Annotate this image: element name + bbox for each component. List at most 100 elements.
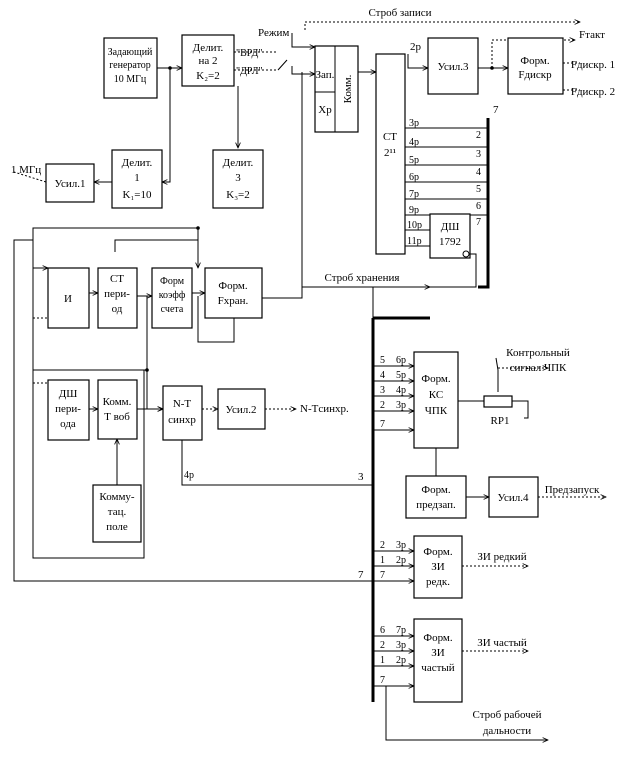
block-zichast: Форм. ЗИ частый bbox=[413, 618, 463, 703]
bus-num: 7 bbox=[380, 419, 385, 430]
block-amp3-label: Усил.3 bbox=[438, 61, 469, 73]
label-ct-7: 7 bbox=[493, 104, 499, 116]
block-zichast-line1: Форм. bbox=[423, 632, 452, 644]
block-kommt-line1: Комм. bbox=[103, 396, 132, 408]
block-xp-label: Хр bbox=[318, 104, 332, 116]
block-comm-label: Комм. bbox=[342, 74, 354, 103]
ct-tap-label: 9р bbox=[409, 205, 419, 216]
block-predzap-line2: предзап. bbox=[416, 499, 456, 511]
block-amp4: Усил.4 bbox=[488, 476, 539, 518]
ct-tap-label: 6р bbox=[409, 172, 419, 183]
block-div2-line1: Делит. bbox=[193, 42, 224, 54]
block-zichast-line2: ЗИ bbox=[431, 647, 445, 659]
label-kontr-2: сигнал ЧПК bbox=[510, 362, 567, 374]
block-kommt-line2: Т воб bbox=[104, 411, 130, 423]
label-strob-hraneniya: Строб хранения bbox=[325, 272, 400, 284]
block-ctper-line1: CT bbox=[110, 273, 124, 285]
ct-bus-label: 3 bbox=[476, 149, 481, 160]
bus-num: 2 bbox=[380, 540, 385, 551]
block-fxran-line2: Fхран. bbox=[218, 295, 249, 307]
zired-wires bbox=[373, 551, 414, 581]
block-predzap-line1: Форм. bbox=[421, 484, 450, 496]
label-ntsync-4p: 4р bbox=[184, 470, 194, 481]
bus-num: 1 bbox=[380, 555, 385, 566]
ct-tap-label: 4р bbox=[409, 137, 419, 148]
bus-tap: 2р bbox=[396, 555, 406, 566]
bus-num: 2 bbox=[380, 640, 385, 651]
block-fxran: Форм. Fхран. bbox=[204, 267, 263, 319]
block-kschpk: Форм. КС ЧПК bbox=[413, 351, 459, 449]
bus-num: 3 bbox=[380, 385, 385, 396]
block-kcount-line1: Форм bbox=[160, 276, 185, 287]
block-amp2-label: Усил.2 bbox=[226, 404, 257, 416]
label-zi-chastiy: ЗИ частый bbox=[477, 637, 527, 649]
label-n-tsync: N-Tсинхр. bbox=[300, 403, 349, 415]
block-div3-line2: 3 bbox=[235, 172, 241, 184]
label-rp1: RP1 bbox=[491, 415, 510, 427]
label-predzapusk: Предзапуск bbox=[545, 484, 600, 496]
label-strob-zapisi: Строб записи bbox=[368, 7, 431, 19]
bus-tap: 3р bbox=[396, 400, 406, 411]
block-ctper-line3: од bbox=[112, 303, 123, 315]
block-fxran-line1: Форм. bbox=[218, 280, 247, 292]
block-zired-line3: редк. bbox=[426, 576, 450, 588]
block-predzap: Форм. предзап. bbox=[405, 475, 467, 519]
bus-num: 5 bbox=[380, 355, 385, 366]
block-div1-line2: 1 bbox=[134, 172, 140, 184]
block-div1-line3: K₁=10 bbox=[123, 189, 152, 201]
block-dsh1792-line1: ДШ bbox=[441, 221, 460, 233]
block-dshper-line3: ода bbox=[60, 418, 76, 430]
bus-tap: 5р bbox=[396, 370, 406, 381]
label-ct-2p: 2р bbox=[410, 41, 422, 53]
block-div2-line2: на 2 bbox=[198, 55, 217, 67]
label-rezhim: Режим bbox=[258, 27, 289, 39]
block-gen-line1: Задающий bbox=[108, 47, 153, 58]
block-amp1: Усил.1 bbox=[45, 163, 95, 203]
ct-output-labels: 3р 2 4р 3 5р 4 6р 5 7р 6 9р 7 10р 11р bbox=[407, 118, 481, 247]
block-kommpole: Комму- тац. поле bbox=[92, 484, 142, 543]
block-dshper-line1: ДШ bbox=[59, 388, 78, 400]
block-zichast-line3: частый bbox=[421, 662, 454, 674]
block-kcount: Форм коэфф счета bbox=[151, 267, 193, 329]
label-strob-rab-2: дальности bbox=[483, 725, 531, 737]
block-kschpk-line3: ЧПК bbox=[425, 405, 448, 417]
block-kschpk-line2: КС bbox=[429, 389, 443, 401]
label-drl: "ДРЛ" bbox=[236, 66, 263, 77]
label-kontr-1: Контрольный bbox=[506, 347, 570, 359]
ct-tap-label: 5р bbox=[409, 155, 419, 166]
label-one-mhz: 1 МГц bbox=[11, 164, 41, 176]
block-ct211: CT 2¹¹ bbox=[375, 53, 406, 255]
block-amp1-label: Усил.1 bbox=[55, 178, 86, 190]
block-and-label: И bbox=[64, 293, 72, 305]
block-ntsync-line2: синхр bbox=[168, 414, 196, 426]
block-dshper: ДШ пери- ода bbox=[47, 379, 90, 441]
block-gen-line2: генератор bbox=[109, 60, 151, 71]
block-kommpole-line1: Комму- bbox=[99, 491, 135, 503]
block-and: И bbox=[47, 267, 90, 329]
signal-labels: Строб записи Режим "ВРД" "ДРЛ" Fтакт Fди… bbox=[11, 7, 615, 737]
kschpk-input-labels: 5 6р 4 5р 3 4р 2 3р 7 bbox=[380, 355, 406, 430]
block-fdiskr-line1: Форм. bbox=[520, 55, 549, 67]
ct-output-wires bbox=[405, 127, 488, 247]
bus-num: 6 bbox=[380, 625, 385, 636]
ct-tap-label: 11р bbox=[407, 236, 422, 247]
block-ntsync-line1: N-T bbox=[173, 398, 192, 410]
zichast-input-labels: 6 7р 2 3р 1 2р 7 bbox=[380, 625, 406, 686]
wires bbox=[13, 22, 606, 740]
bus-tap: 3р bbox=[396, 540, 406, 551]
ct-tap-label: 7р bbox=[409, 189, 419, 200]
label-bus-3: 3 bbox=[358, 471, 364, 483]
zired-input-labels: 2 3р 1 2р 7 bbox=[380, 540, 406, 581]
block-dsh1792: ДШ 1792 bbox=[429, 213, 471, 259]
ct-bus-label: 6 bbox=[476, 201, 481, 212]
block-kommpole-line3: поле bbox=[106, 521, 128, 533]
block-ct211-line2: 2¹¹ bbox=[384, 147, 396, 159]
bus-tap: 6р bbox=[396, 355, 406, 366]
block-zired-line1: Форм. bbox=[423, 546, 452, 558]
label-fdiskr2: Fдискр. 2 bbox=[571, 86, 615, 98]
block-gen: Задающий генератор 10 МГц bbox=[103, 37, 158, 99]
block-fdiskr-line2: Fдискр bbox=[518, 69, 552, 81]
block-comm: Зап. Хр Комм. bbox=[314, 45, 359, 133]
block-dsh1792-line2: 1792 bbox=[439, 236, 461, 248]
